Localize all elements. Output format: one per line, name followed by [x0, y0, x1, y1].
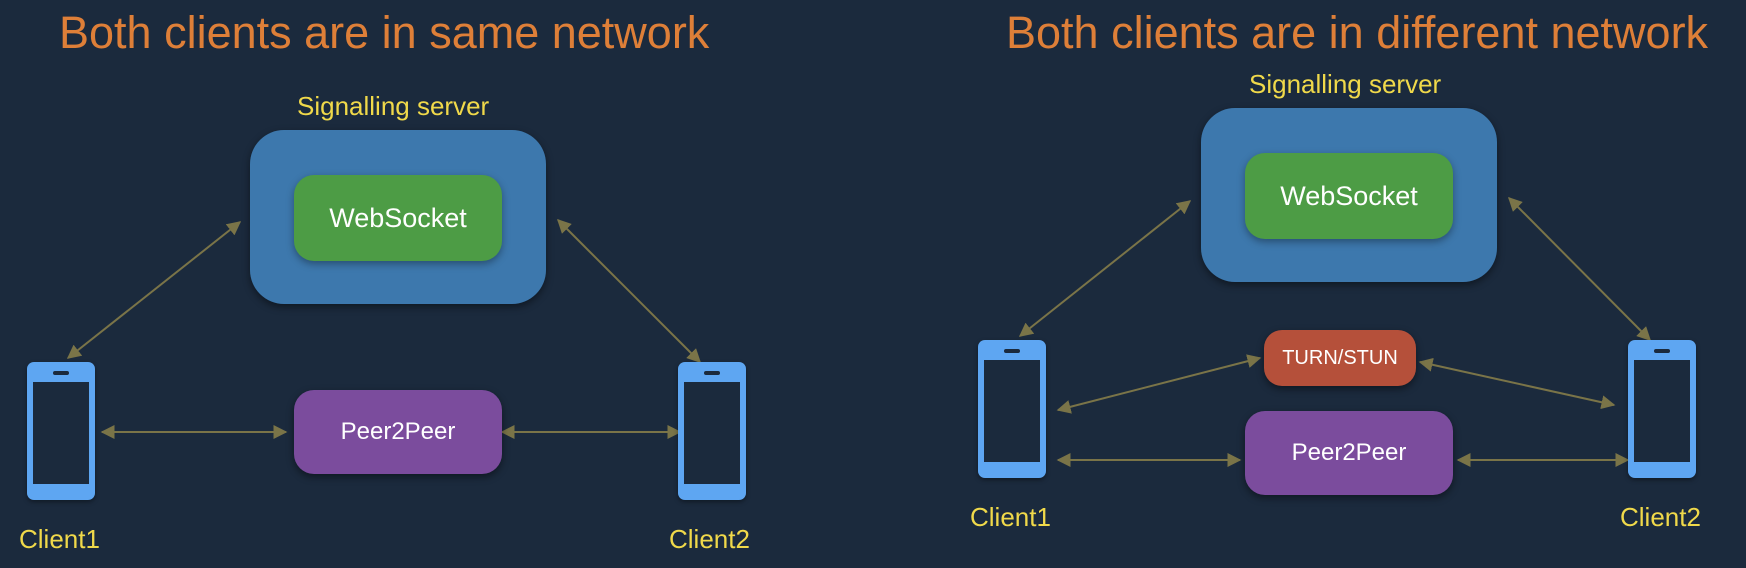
left-client1-label: Client1	[19, 524, 100, 554]
left-websocket-box: WebSocket	[294, 175, 502, 261]
arrow-client1-turn	[1056, 354, 1262, 414]
phone-speaker	[53, 371, 69, 375]
right-client1-label: Client1	[970, 502, 1051, 532]
left-client2-phone-icon	[678, 362, 746, 500]
right-peer2peer-box: Peer2Peer	[1245, 411, 1453, 495]
right-client1-phone-icon	[978, 340, 1046, 478]
right-client2-label: Client2	[1620, 502, 1701, 532]
arrow-client1-server-right	[1018, 200, 1192, 337]
phone-screen	[684, 382, 740, 484]
turn-stun-box: TURN/STUN	[1264, 330, 1416, 386]
arrow-client1-server-left	[66, 221, 242, 359]
left-client1-phone-icon	[27, 362, 95, 500]
phone-screen	[33, 382, 89, 484]
phone-screen	[1634, 360, 1690, 462]
arrow-server-client2-left	[557, 219, 701, 363]
right-websocket-box: WebSocket	[1245, 153, 1453, 239]
arrow-turn-client2	[1418, 357, 1616, 410]
phone-speaker	[704, 371, 720, 375]
arrow-server-client2-right	[1508, 197, 1651, 341]
phone-speaker	[1004, 349, 1020, 353]
right-panel-title: Both clients are in different network	[1006, 7, 1709, 58]
left-client2-label: Client2	[669, 524, 750, 554]
right-client2-phone-icon	[1628, 340, 1696, 478]
left-panel-title: Both clients are in same network	[59, 7, 710, 58]
right-server-label: Signalling server	[1249, 69, 1442, 99]
left-peer2peer-box: Peer2Peer	[294, 390, 502, 474]
left-server-label: Signalling server	[297, 91, 490, 121]
phone-speaker	[1654, 349, 1670, 353]
phone-screen	[984, 360, 1040, 462]
